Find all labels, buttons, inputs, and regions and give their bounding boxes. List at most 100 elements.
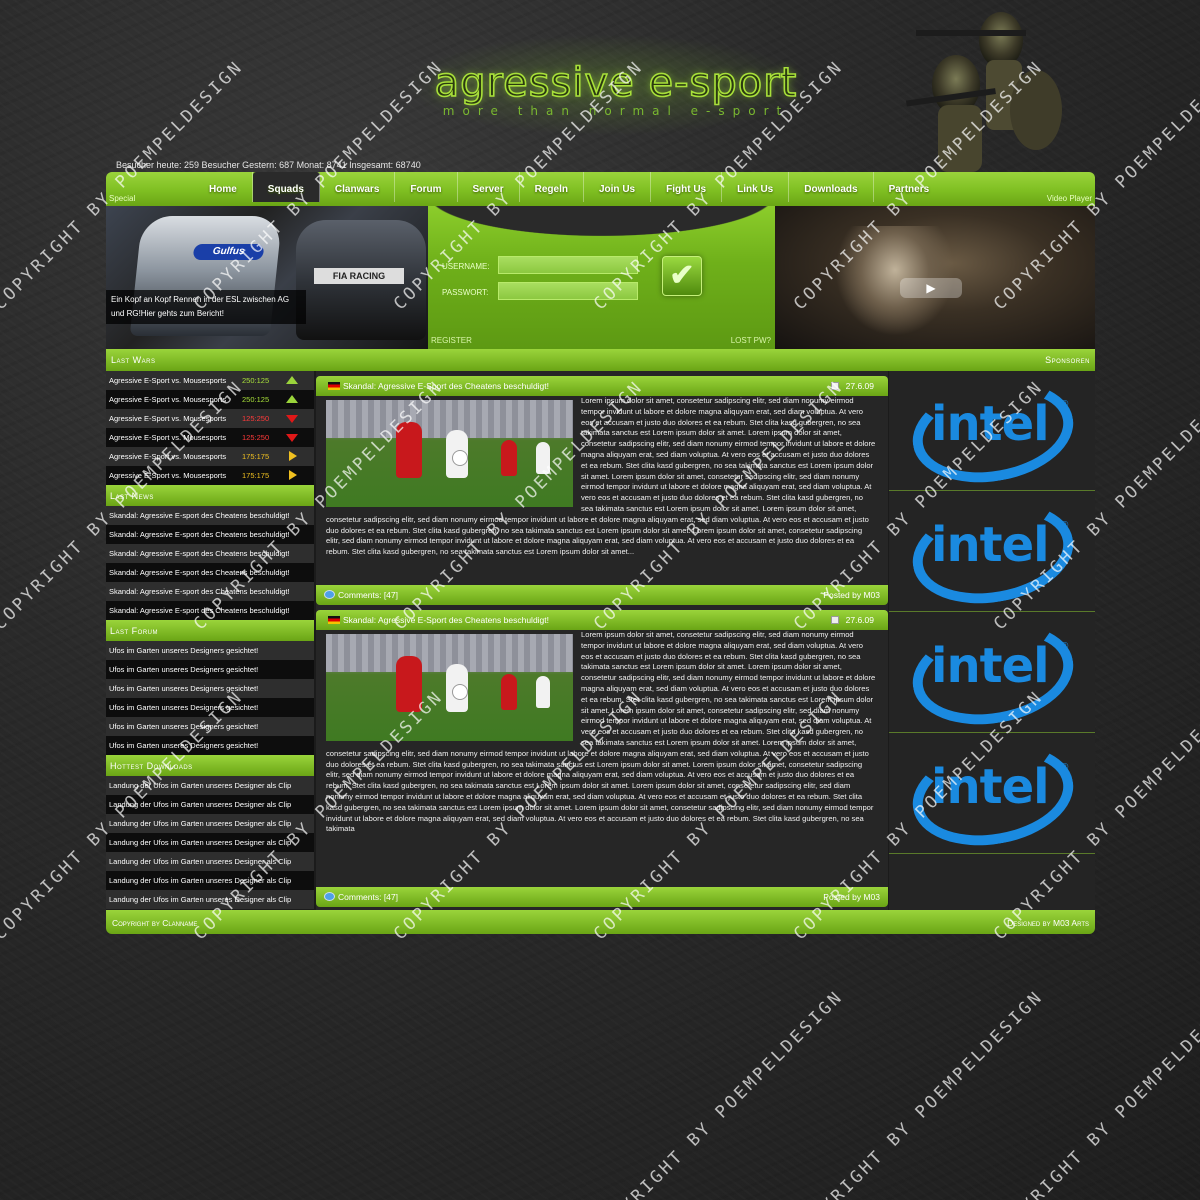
war-row[interactable]: Agressive E-Sport vs. Mousesports 250:12… bbox=[106, 371, 314, 390]
download-list-item[interactable]: Landung der Ufos im Garten unseres Desig… bbox=[106, 852, 314, 871]
copyright-text: Copyright by Clanname bbox=[112, 918, 198, 928]
register-link[interactable]: REGISTER bbox=[431, 336, 472, 345]
registered-mark: ® bbox=[1061, 762, 1069, 773]
news-header[interactable]: Skandal: Agressive E-Sport des Cheatens … bbox=[316, 610, 888, 630]
check-icon: ✔ bbox=[669, 259, 695, 292]
news-header[interactable]: Skandal: Agressive E-Sport des Cheatens … bbox=[316, 376, 888, 396]
site-logo[interactable]: agressive e-sport bbox=[434, 59, 798, 107]
download-list-item[interactable]: Landung der Ufos im Garten unseres Desig… bbox=[106, 776, 314, 795]
comments-link[interactable]: Comments: [47] bbox=[338, 892, 398, 902]
news-content: Skandal: Agressive E-Sport des Cheatens … bbox=[316, 371, 888, 910]
car-sponsor-badge: Gulfus bbox=[192, 244, 265, 260]
download-list-item[interactable]: Landung der Ufos im Garten unseres Desig… bbox=[106, 871, 314, 890]
news-list-item[interactable]: Skandal: Agressive E-sport des Cheatens … bbox=[106, 582, 314, 601]
nav-downloads[interactable]: Downloads bbox=[789, 172, 874, 202]
main-nav: Home Squads Clanwars Forum Server Regeln… bbox=[106, 172, 1095, 206]
news-title[interactable]: Skandal: Agressive E-Sport des Cheatens … bbox=[343, 381, 550, 391]
download-list-item[interactable]: Landung der Ufos im Garten unseres Desig… bbox=[106, 814, 314, 833]
german-flag-icon bbox=[328, 616, 340, 624]
sponsor-banner[interactable]: intel ® bbox=[889, 369, 1095, 495]
loss-arrow-icon bbox=[286, 415, 298, 423]
download-list-item[interactable]: Landung der Ufos im Garten unseres Desig… bbox=[106, 833, 314, 852]
comment-bubble-icon bbox=[324, 590, 335, 599]
draw-arrow-icon bbox=[289, 451, 297, 461]
news-list-item[interactable]: Skandal: Agressive E-sport des Cheatens … bbox=[106, 506, 314, 525]
video-thumbnail bbox=[835, 226, 955, 336]
news-text: Lorem ipsum dolor sit amet, consetetur s… bbox=[326, 630, 876, 834]
forum-list-item[interactable]: Ufos im Garten unseres Designers gesicht… bbox=[106, 698, 314, 717]
war-row[interactable]: Agressive E-Sport vs. Mousesports 250:12… bbox=[106, 390, 314, 409]
registered-mark: ® bbox=[1061, 399, 1069, 410]
sponsor-banner[interactable]: intel ® bbox=[889, 732, 1095, 858]
war-teams: Agressive E-Sport vs. Mousesports bbox=[109, 395, 227, 404]
password-label: PASSWORT: bbox=[442, 288, 489, 297]
war-teams: Agressive E-Sport vs. Mousesports bbox=[109, 414, 227, 423]
forum-list-item[interactable]: Ufos im Garten unseres Designers gesicht… bbox=[106, 736, 314, 755]
watermark-text: COPYRIGHT BY POEMPELDESIGN bbox=[590, 986, 848, 1200]
war-row[interactable]: Agressive E-Sport vs. Mousesports 175:17… bbox=[106, 447, 314, 466]
football-image[interactable] bbox=[326, 634, 573, 741]
last-news-heading: Last News bbox=[106, 485, 314, 506]
nav-join-us[interactable]: Join Us bbox=[584, 172, 652, 202]
news-title[interactable]: Skandal: Agressive E-Sport des Cheatens … bbox=[343, 615, 550, 625]
forum-list-item[interactable]: Ufos im Garten unseres Designers gesicht… bbox=[106, 679, 314, 698]
special-label: Special bbox=[109, 194, 136, 203]
special-caption[interactable]: Ein Kopf an Kopf Rennen in der ESL zwisc… bbox=[106, 290, 306, 324]
posted-by: Posted by M03 bbox=[823, 892, 880, 902]
nav-clanwars[interactable]: Clanwars bbox=[320, 172, 396, 202]
username-input[interactable] bbox=[498, 256, 638, 274]
nav-forum[interactable]: Forum bbox=[395, 172, 458, 202]
posted-by: Posted by M03 bbox=[823, 590, 880, 600]
nav-home[interactable]: Home bbox=[194, 172, 253, 202]
site-footer: Copyright by Clanname Designed by M03 Ar… bbox=[106, 910, 1095, 934]
username-label: USERNAME: bbox=[442, 262, 490, 271]
news-body: Lorem ipsum dolor sit amet, consetetur s… bbox=[316, 630, 888, 884]
lost-password-link[interactable]: LOST PW? bbox=[730, 336, 771, 345]
player-figure bbox=[501, 674, 517, 710]
news-list-item[interactable]: Skandal: Agressive E-sport des Cheatens … bbox=[106, 563, 314, 582]
comments-link[interactable]: Comments: [47] bbox=[338, 590, 398, 600]
play-button[interactable]: ▶ bbox=[900, 278, 962, 298]
forum-list-item[interactable]: Ufos im Garten unseres Designers gesicht… bbox=[106, 717, 314, 736]
war-row[interactable]: Agressive E-Sport vs. Mousesports 175:17… bbox=[106, 466, 314, 485]
forum-list-item[interactable]: Ufos im Garten unseres Designers gesicht… bbox=[106, 641, 314, 660]
news-body: Lorem ipsum dolor sit amet, consetetur s… bbox=[316, 396, 888, 582]
sponsor-banner[interactable]: intel ® bbox=[889, 490, 1095, 616]
news-list-item[interactable]: Skandal: Agressive E-sport des Cheatens … bbox=[106, 544, 314, 563]
special-slider[interactable]: Gulfus FIA RACING Ein Kopf an Kopf Renne… bbox=[106, 206, 428, 349]
login-submit-button[interactable]: ✔ bbox=[662, 256, 702, 296]
war-row[interactable]: Agressive E-Sport vs. Mousesports 125:25… bbox=[106, 409, 314, 428]
news-list-item[interactable]: Skandal: Agressive E-sport des Cheatens … bbox=[106, 525, 314, 544]
intel-logo: intel bbox=[931, 517, 1050, 573]
visitor-stats: Besucher heute: 259 Besucher Gestern: 68… bbox=[116, 160, 421, 170]
war-teams: Agressive E-Sport vs. Mousesports bbox=[109, 452, 227, 461]
nav-regeln[interactable]: Regeln bbox=[520, 172, 584, 202]
forum-list-item[interactable]: Ufos im Garten unseres Designers gesicht… bbox=[106, 660, 314, 679]
calendar-icon bbox=[831, 616, 839, 624]
war-teams: Agressive E-Sport vs. Mousesports bbox=[109, 471, 227, 480]
password-input[interactable] bbox=[498, 282, 638, 300]
war-row[interactable]: Agressive E-Sport vs. Mousesports 125:25… bbox=[106, 428, 314, 447]
nav-partners[interactable]: Partners bbox=[888, 184, 930, 195]
football-image[interactable] bbox=[326, 400, 573, 507]
sponsor-banner[interactable]: intel ® bbox=[889, 611, 1095, 737]
designer-credit[interactable]: Designed by M03 Arts bbox=[1007, 918, 1089, 928]
last-forum-heading: Last Forum bbox=[106, 620, 314, 641]
loss-arrow-icon bbox=[286, 434, 298, 442]
logo-glow bbox=[386, 30, 826, 140]
nav-squads[interactable]: Squads bbox=[252, 172, 320, 202]
video-player[interactable]: ▶ bbox=[775, 206, 1095, 349]
war-teams: Agressive E-Sport vs. Mousesports bbox=[109, 433, 227, 442]
main-area: Agressive E-Sport vs. Mousesports 250:12… bbox=[106, 369, 1095, 910]
nav-server[interactable]: Server bbox=[458, 172, 520, 202]
nav-items: Home Squads Clanwars Forum Server Regeln… bbox=[194, 172, 944, 202]
sidebar: Agressive E-Sport vs. Mousesports 250:12… bbox=[106, 371, 314, 909]
ball-icon bbox=[452, 684, 468, 700]
news-list-item[interactable]: Skandal: Agressive E-sport des Cheatens … bbox=[106, 601, 314, 620]
download-list-item[interactable]: Landung der Ufos im Garten unseres Desig… bbox=[106, 795, 314, 814]
download-list-item[interactable]: Landung der Ufos im Garten unseres Desig… bbox=[106, 890, 314, 909]
player-figure bbox=[536, 676, 550, 708]
nav-fight-us[interactable]: Fight Us bbox=[651, 172, 723, 202]
nav-link-us[interactable]: Link Us bbox=[722, 172, 790, 202]
site-header: agressive e-sport more than normal e-spo… bbox=[106, 0, 1095, 172]
